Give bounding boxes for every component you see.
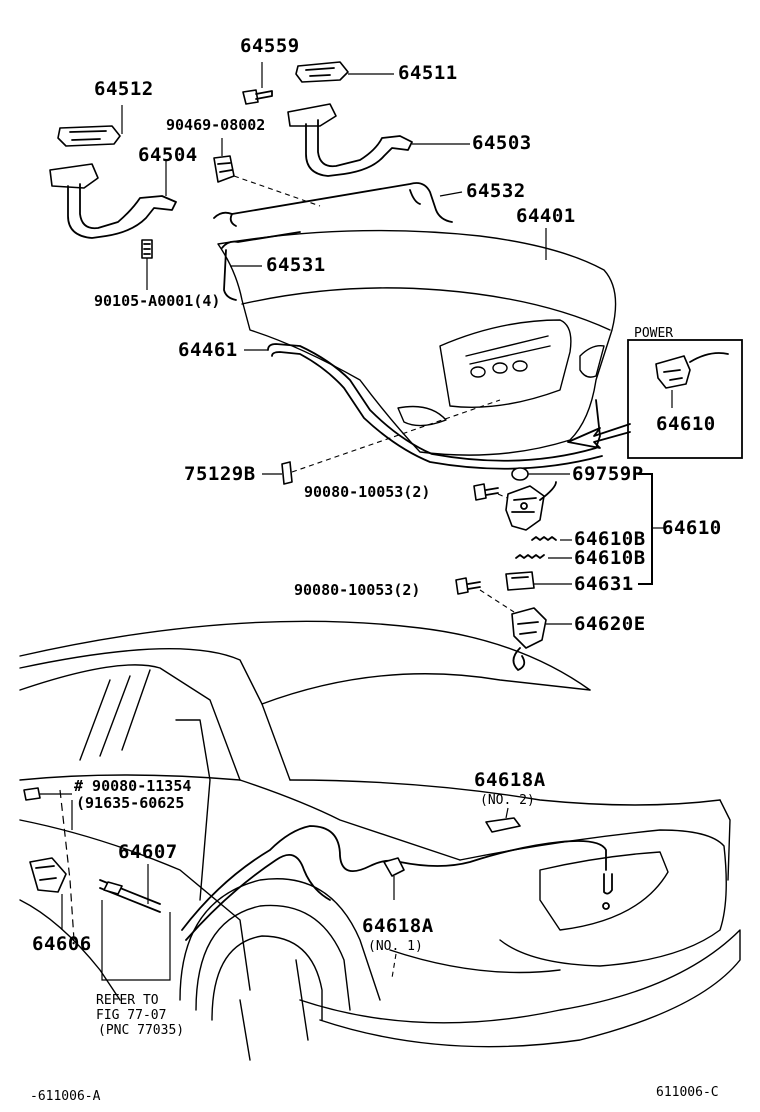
part-90080b-bolt[interactable] [455,577,481,595]
part-64401-trunk-lid[interactable] [217,229,617,456]
refer-line-3: (PNC 77035) [98,1023,184,1038]
part-64620E-lock-striker[interactable] [511,607,547,671]
label-64610-inset: 64610 [656,413,716,435]
part-90105-bolt[interactable] [141,239,153,259]
label-64618A-no2: 64618A [474,769,546,791]
label-64531: 64531 [266,254,326,276]
car-body-illustration [19,620,741,1061]
leader-64532 [439,191,463,197]
label-no1: (NO. 1) [368,939,423,954]
direction-arrow [567,423,631,449]
part-64606-lever[interactable] [29,857,67,893]
leader-refer [101,900,171,981]
part-64504-hinge[interactable] [49,163,177,239]
label-64461: 64461 [178,339,238,361]
refer-line-1: REFER TO [96,993,159,1008]
dash-64618A-no1 [391,953,397,979]
trunk-lock-cable-end [603,873,613,895]
label-64618A-no1: 64618A [362,915,434,937]
cable-dash-left [59,789,75,941]
label-90105-A0001: 90105-A0001(4) [94,292,220,310]
footer-right-code: 611006-C [656,1085,719,1100]
part-64610B-spring-2[interactable] [515,554,545,559]
part-69759P-clip[interactable] [511,467,529,481]
refer-line-2: FIG 77-07 [96,1008,166,1023]
label-64620E: 64620E [574,613,646,635]
label-64401: 64401 [516,205,576,227]
label-64610: 64610 [662,517,722,539]
part-64610-lock-assembly[interactable] [505,481,557,531]
opener-cable-branch [185,853,331,941]
part-64512-bracket[interactable] [57,125,121,147]
label-64607: 64607 [118,841,178,863]
part-64461-weatherstrip-inner [271,351,603,470]
trunk-lock-point [602,902,610,910]
label-64610B-1: 64610B [574,528,646,550]
part-75129B-plate[interactable] [281,461,293,485]
label-power: POWER [634,326,673,341]
part-64559-bolt[interactable] [242,89,273,105]
dash-75129B [291,399,501,473]
footer-left-code: -611006-A [30,1089,101,1104]
label-69759P: 69759P [572,463,644,485]
label-64512: 64512 [94,78,154,100]
label-64559: 64559 [240,35,300,57]
part-64607-cable[interactable] [99,879,161,913]
label-90080-10053-b: 90080-10053(2) [294,581,420,599]
label-64606: 64606 [32,933,92,955]
part-90080a-bolt[interactable] [473,483,499,501]
part-64461-weatherstrip[interactable] [267,343,601,462]
part-64532-bar-ends [229,189,421,227]
label-64610B-2: 64610B [574,547,646,569]
part-64532-torsion-bar[interactable] [213,182,453,223]
dash-90080b [479,589,515,613]
part-64631-cushion[interactable] [505,571,535,591]
label-91635-60625: (91635-60625 [76,794,184,812]
label-64532: 64532 [466,180,526,202]
label-90469-08002: 90469-08002 [166,116,265,134]
part-64503-hinge[interactable] [287,103,413,177]
part-90080-11354-screw[interactable] [23,787,41,801]
leader-64618A-no2 [505,807,509,819]
label-90080-10053-a: 90080-10053(2) [304,483,430,501]
part-90469-clip[interactable] [213,155,235,183]
label-64511: 64511 [398,62,458,84]
power-inset-box [627,339,743,459]
part-64618A-no2-clamp[interactable] [485,817,521,833]
bracket-64610 [638,473,653,585]
label-90080-11354: # 90080-11354 [74,777,191,795]
label-75129B: 75129B [184,463,256,485]
part-64610-power-lock[interactable] [655,352,729,389]
label-64503: 64503 [472,132,532,154]
part-64511-bracket[interactable] [295,61,349,83]
label-64631: 64631 [574,573,634,595]
label-64504: 64504 [138,144,198,166]
part-64618A-no1-clamp[interactable] [383,857,405,877]
part-64610B-spring-1[interactable] [531,536,557,541]
opener-cable [181,825,607,931]
label-no2: (NO. 2) [480,793,535,808]
